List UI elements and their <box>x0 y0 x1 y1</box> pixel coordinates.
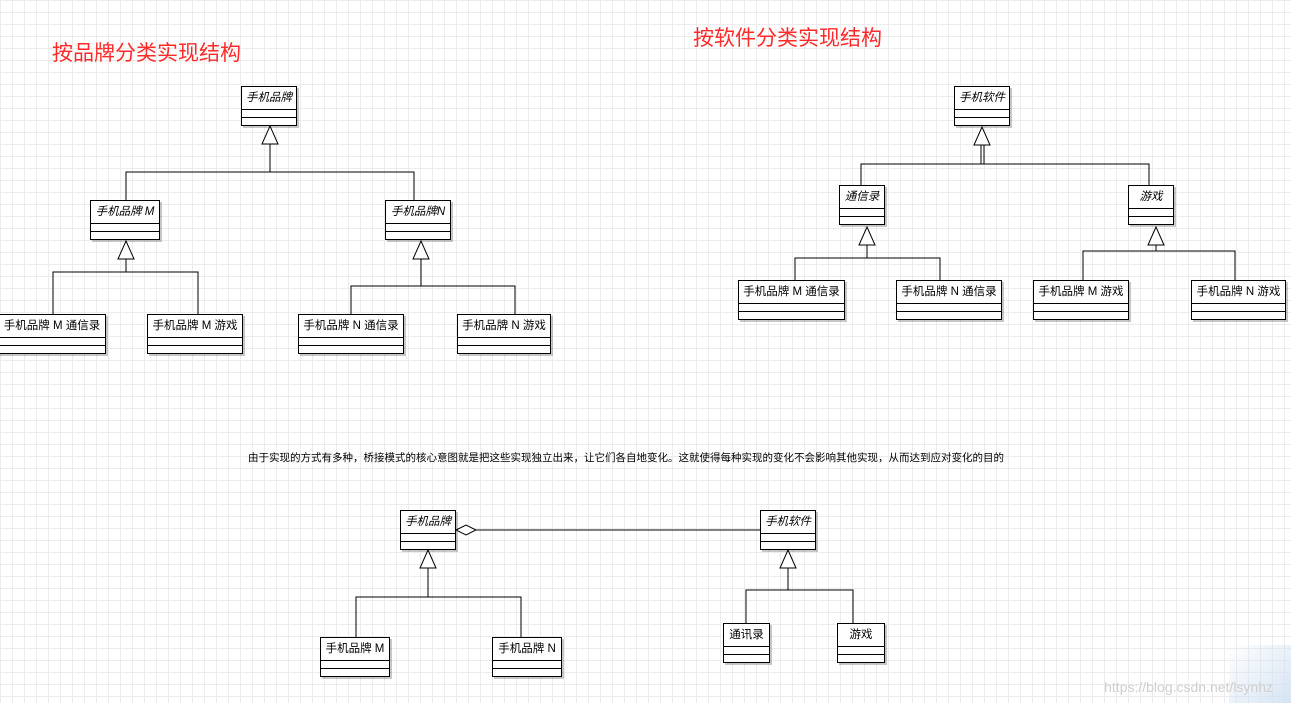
class-software-game-m[interactable]: 手机品牌 M 游戏 <box>1033 280 1129 320</box>
description-caption: 由于实现的方式有多种，桥接模式的核心意图就是把这些实现独立出来，让它们各自地变化… <box>248 452 1004 464</box>
class-name: 手机品牌 N 通信录 <box>303 320 399 332</box>
class-bridge-game[interactable]: 游戏 <box>837 623 885 663</box>
class-software-root[interactable]: 手机软件 <box>954 86 1010 126</box>
watermark-logo <box>1229 645 1291 703</box>
class-software-contacts-m[interactable]: 手机品牌 M 通信录 <box>738 280 845 320</box>
class-bridge-software[interactable]: 手机软件 <box>760 510 816 550</box>
class-name: 通讯录 <box>729 629 764 641</box>
class-brand-n-contacts[interactable]: 手机品牌 N 通信录 <box>298 314 404 354</box>
class-name: 手机品牌 <box>405 516 451 528</box>
class-name: 手机品牌 N 通信录 <box>901 286 997 298</box>
class-brand-n[interactable]: 手机品牌N <box>385 200 451 240</box>
class-brand-m-contacts[interactable]: 手机品牌 M 通信录 <box>0 314 106 354</box>
class-name: 手机品牌 M <box>325 643 385 655</box>
class-name: 手机品牌 M 通信录 <box>743 286 840 298</box>
class-name: 手机品牌N <box>390 206 446 218</box>
class-software-contacts-n[interactable]: 手机品牌 N 通信录 <box>896 280 1002 320</box>
class-brand-root[interactable]: 手机品牌 <box>241 86 297 126</box>
class-software-contacts[interactable]: 通信录 <box>839 185 885 225</box>
class-name: 手机品牌 N 游戏 <box>1196 286 1281 298</box>
class-name: 手机品牌 M <box>95 206 155 218</box>
class-brand-m[interactable]: 手机品牌 M <box>90 200 160 240</box>
class-name: 手机品牌 M 游戏 <box>1038 286 1124 298</box>
class-bridge-contacts[interactable]: 通讯录 <box>723 623 770 663</box>
class-software-game[interactable]: 游戏 <box>1128 185 1174 225</box>
class-name: 手机软件 <box>765 516 811 528</box>
class-bridge-brand-n[interactable]: 手机品牌 N <box>492 637 562 677</box>
class-name: 游戏 <box>849 629 873 641</box>
class-brand-n-game[interactable]: 手机品牌 N 游戏 <box>457 314 551 354</box>
class-name: 手机品牌 M 通信录 <box>3 320 101 332</box>
watermark-text: https://blog.csdn.net/lsynhz <box>1104 679 1273 695</box>
class-name: 手机品牌 <box>246 92 292 104</box>
class-bridge-brand-m[interactable]: 手机品牌 M <box>320 637 390 677</box>
heading-by-software: 按软件分类实现结构 <box>693 26 882 50</box>
class-name: 手机品牌 M 游戏 <box>152 320 238 332</box>
class-bridge-brand[interactable]: 手机品牌 <box>400 510 456 550</box>
class-name: 手机软件 <box>959 92 1005 104</box>
class-name: 手机品牌 N <box>498 643 556 655</box>
class-name: 通信录 <box>844 191 880 203</box>
class-software-game-n[interactable]: 手机品牌 N 游戏 <box>1191 280 1286 320</box>
class-name: 游戏 <box>1139 191 1163 203</box>
class-name: 手机品牌 N 游戏 <box>462 320 546 332</box>
heading-by-brand: 按品牌分类实现结构 <box>52 41 241 65</box>
class-brand-m-game[interactable]: 手机品牌 M 游戏 <box>147 314 243 354</box>
